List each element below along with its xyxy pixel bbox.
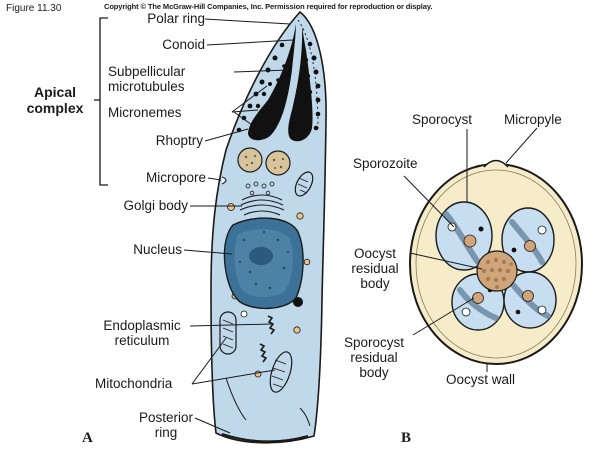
copyright-notice: Copyright © The McGraw-Hill Companies, I…: [104, 2, 433, 11]
er-lower: [259, 343, 268, 363]
sporocyst-bottom-right: [503, 271, 557, 329]
label-orb-line2: residual: [351, 261, 399, 276]
label-oocyst-wall: Oocyst wall: [446, 372, 516, 387]
label-er-line1: Endoplasmic: [103, 318, 181, 333]
micropyle-cap: [483, 159, 509, 168]
label-posterior-ring: Posterior ring: [136, 410, 196, 440]
label-apical-complex: Apical complex: [20, 84, 90, 116]
label-endoplasmic-reticulum: Endoplasmic reticulum: [92, 318, 192, 348]
label-conoid: Conoid: [162, 37, 205, 52]
apical-complex-bracket: [94, 17, 108, 186]
label-srb-line1: Sporocyst: [343, 335, 405, 350]
dense-granule-right: [265, 150, 291, 176]
sporozoite-cell: [210, 10, 327, 444]
mitochondrion-upper: [294, 171, 314, 197]
panel-letter-b: B: [401, 430, 412, 446]
label-subpellicular-line2: microtubules: [108, 79, 185, 94]
micropore-notch: [221, 176, 227, 185]
mitochondrion-lower: [269, 351, 293, 393]
label-subpellicular: Subpellicular microtubules: [108, 64, 185, 94]
micronemes-dots: [236, 41, 321, 133]
label-nucleus: Nucleus: [133, 242, 182, 257]
microtubule-line: [297, 19, 319, 131]
oocyst-residual-body: [476, 250, 518, 292]
label-subpellicular-line1: Subpellicular: [108, 64, 186, 79]
label-mitochondria: Mitochondria: [95, 376, 173, 391]
panel-letter-a: A: [82, 430, 93, 446]
label-micropore: Micropore: [145, 170, 206, 185]
golgi-vesicles: [245, 181, 275, 196]
label-srb-line2: residual: [350, 350, 398, 365]
label-apical-line2: complex: [26, 100, 84, 116]
label-apical-line1: Apical: [33, 84, 76, 100]
panel-a-leaders: [183, 18, 294, 434]
sporocyst-top-left: [435, 201, 493, 271]
label-sporozoite: Sporozoite: [353, 156, 418, 171]
label-oocyst-residual-body: Oocyst residual body: [340, 246, 410, 291]
label-posterior-ring-line1: Posterior: [138, 410, 194, 425]
label-srb-line3: body: [359, 365, 389, 380]
label-sporocyst-residual-body: Sporocyst residual body: [335, 335, 413, 380]
nucleus-body: [223, 217, 304, 310]
er-upper: [267, 315, 276, 335]
label-micronemes: Micronemes: [108, 105, 182, 120]
figure-number: Figure 11.30: [6, 3, 62, 14]
rhoptry-left: [248, 24, 296, 141]
oocyst: [409, 159, 583, 365]
label-golgi-body: Golgi body: [123, 198, 188, 213]
cytoplasm-strand: [225, 377, 247, 421]
lipid-body: [293, 297, 303, 307]
label-er-line2: reticulum: [114, 333, 170, 348]
label-micropyle: Micropyle: [504, 112, 562, 127]
dense-granule-left: [237, 147, 263, 173]
panel-b-leaders: [403, 127, 538, 372]
posterior-ring-cap: [221, 432, 309, 443]
vacuole: [240, 310, 248, 318]
rhoptry-right: [288, 26, 313, 142]
label-rhoptry: Rhoptry: [155, 133, 203, 148]
cytoplasm-strand-2: [299, 407, 311, 427]
label-orb-line3: body: [360, 276, 390, 291]
label-posterior-ring-line2: ring: [154, 425, 178, 440]
label-orb-line1: Oocyst: [353, 246, 396, 261]
sporocyst-top-right: [501, 207, 555, 273]
label-sporocyst: Sporocyst: [412, 112, 473, 127]
label-polar-ring: Polar ring: [147, 11, 205, 26]
golgi-stack: [239, 194, 285, 216]
mitochondrion-middle: [219, 311, 237, 355]
